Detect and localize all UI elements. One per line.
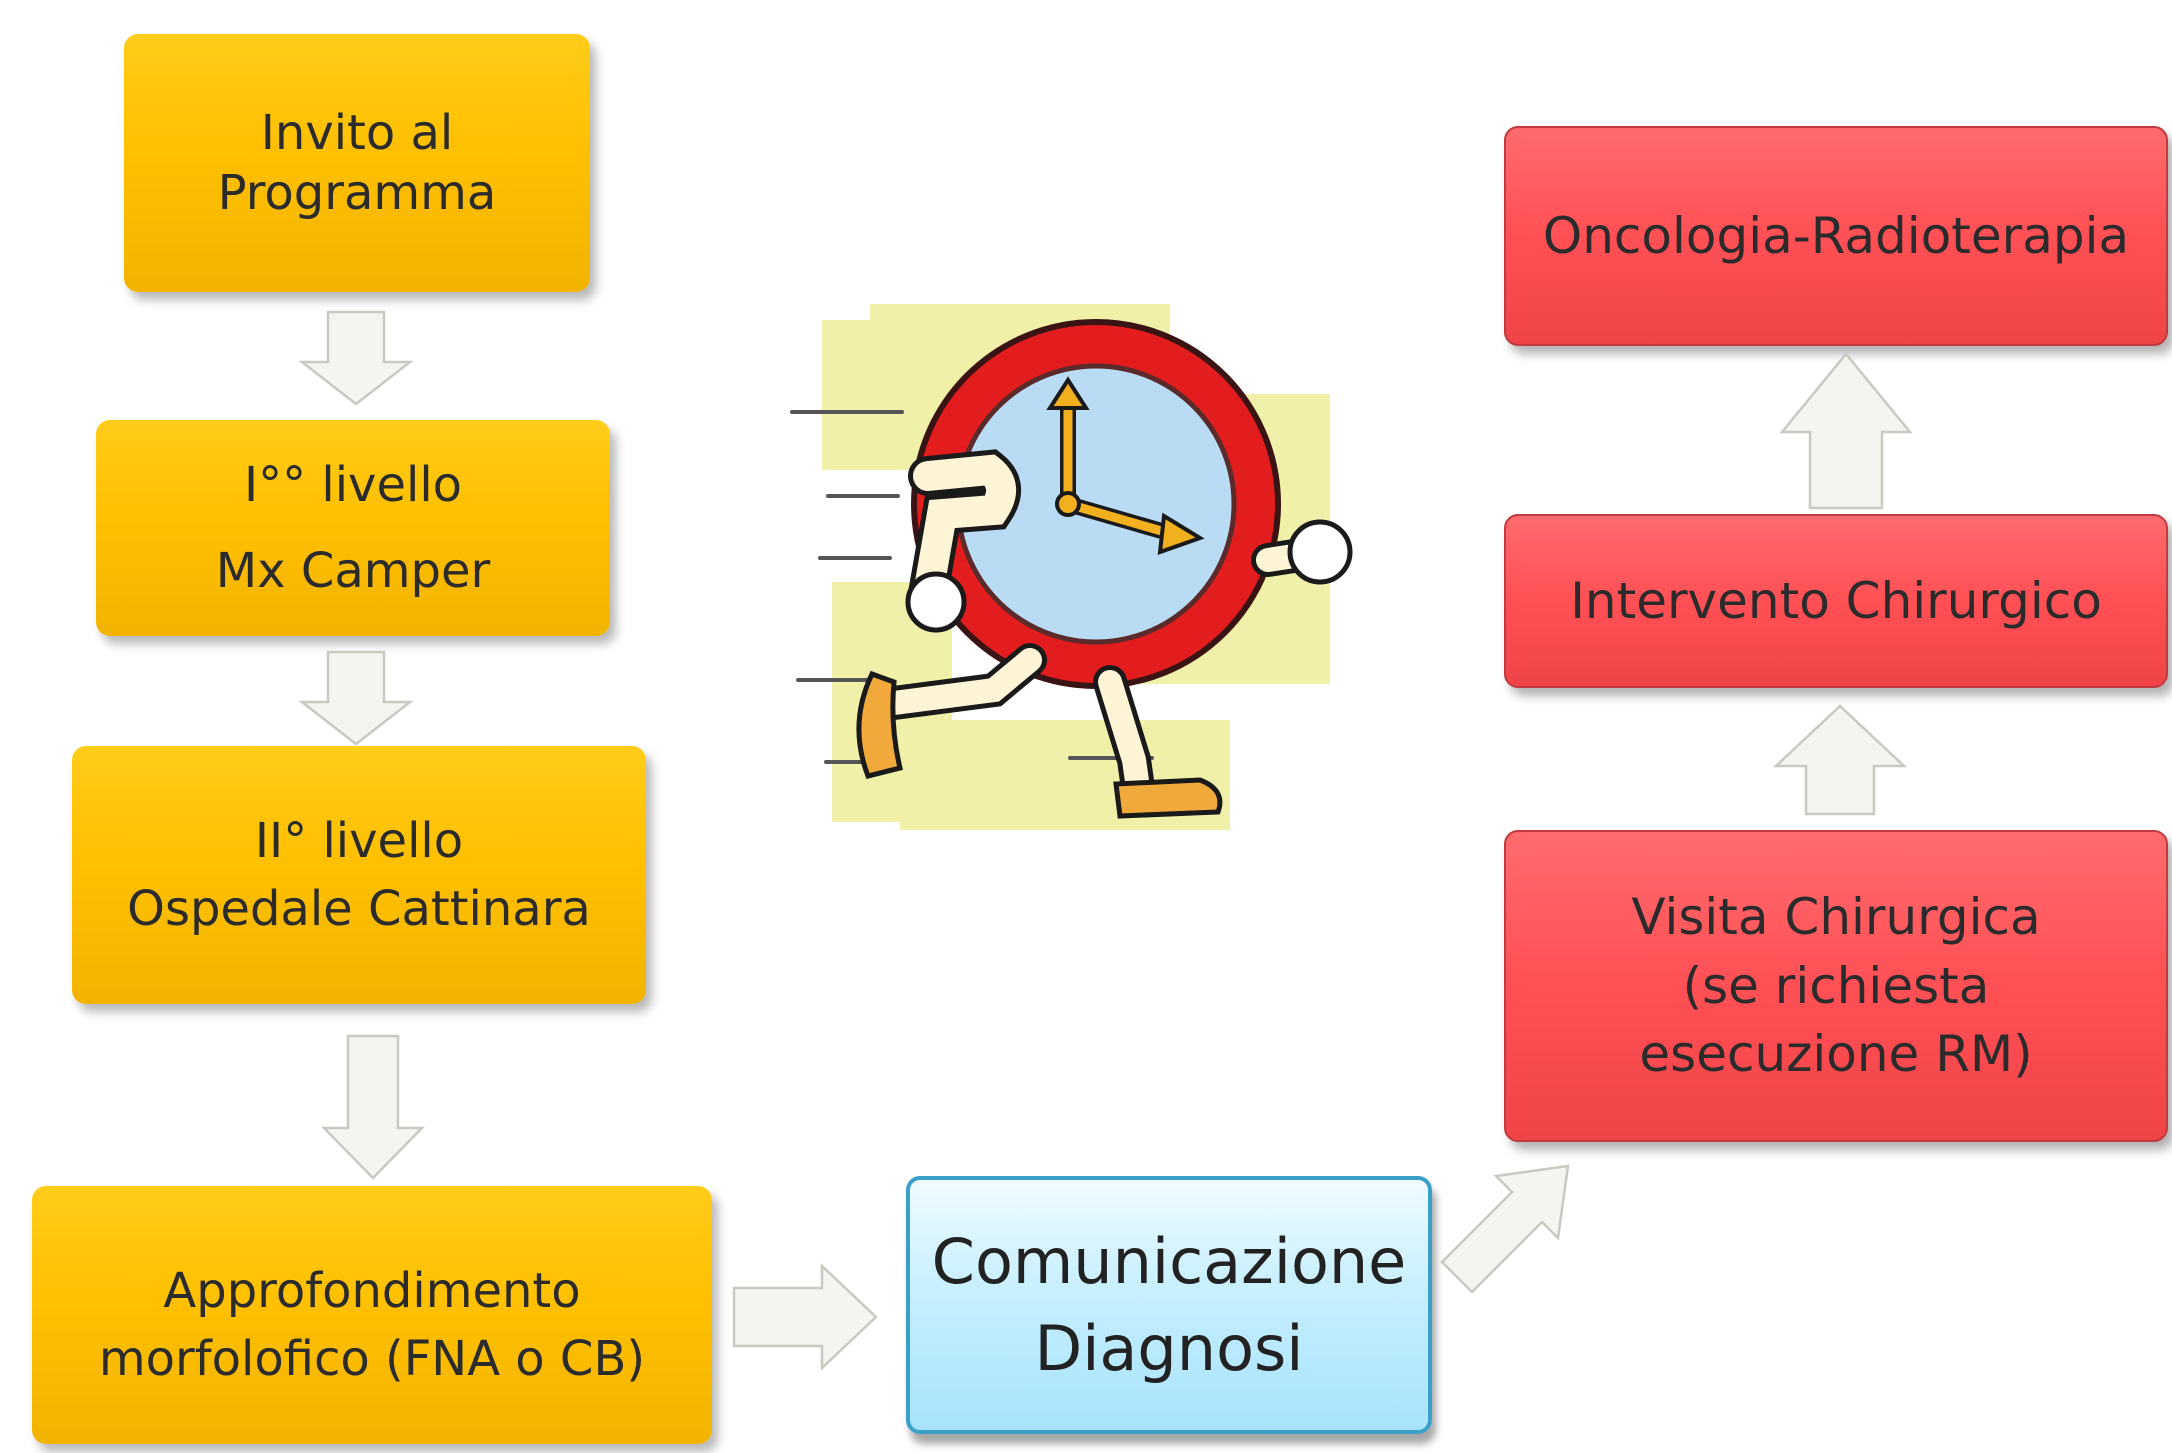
- step-oncologia-label: Oncologia-Radioterapia: [1542, 206, 2130, 265]
- step-approfondimento-line2: morfolofico (FNA o CB): [98, 1331, 646, 1387]
- step-visita-line3: esecuzione RM): [1639, 1025, 2033, 1084]
- step-comunicazione-line1: Comunicazione: [931, 1224, 1407, 1298]
- arrow-down-icon: [298, 310, 414, 406]
- step-intervento-chirurgico: Intervento Chirurgico: [1504, 514, 2168, 688]
- arrow-diagonal-icon: [1440, 1164, 1570, 1294]
- step-visita-line1: Visita Chirurgica: [1631, 888, 2041, 947]
- step-primo-livello: I°° livello Mx Camper: [96, 420, 610, 636]
- step-approfondimento-line1: Approfondimento: [163, 1263, 581, 1319]
- step-invito-programma: Invito al Programma: [124, 34, 590, 292]
- step-visita-line2: (se richiesta: [1682, 956, 1990, 1015]
- step-intervento-label: Intervento Chirurgico: [1570, 571, 2102, 630]
- step-comunicazione-diagnosi: Comunicazione Diagnosi: [906, 1176, 1432, 1434]
- step-invito-line1: Invito al: [260, 105, 454, 161]
- step-primo-line1: I°° livello: [243, 457, 463, 513]
- step-secondo-line2: Ospedale Cattinara: [127, 881, 591, 937]
- arrow-right-icon: [732, 1263, 878, 1371]
- arrow-up-icon: [1772, 704, 1908, 816]
- step-comunicazione-line2: Diagnosi: [1034, 1312, 1304, 1385]
- step-oncologia-radioterapia: Oncologia-Radioterapia: [1504, 126, 2168, 346]
- step-visita-chirurgica: Visita Chirurgica (se richiesta esecuzio…: [1504, 830, 2168, 1142]
- step-approfondimento: Approfondimento morfolofico (FNA o CB): [32, 1186, 712, 1444]
- step-secondo-livello: II° livello Ospedale Cattinara: [72, 746, 646, 1004]
- step-secondo-line1: II° livello: [254, 813, 464, 869]
- step-invito-line2: Programma: [217, 165, 497, 221]
- arrow-down-icon: [298, 650, 414, 746]
- step-primo-line2: Mx Camper: [215, 543, 491, 599]
- arrow-up-icon: [1779, 352, 1913, 510]
- running-clock-icon: [790, 304, 1353, 830]
- arrow-down-icon: [321, 1034, 425, 1180]
